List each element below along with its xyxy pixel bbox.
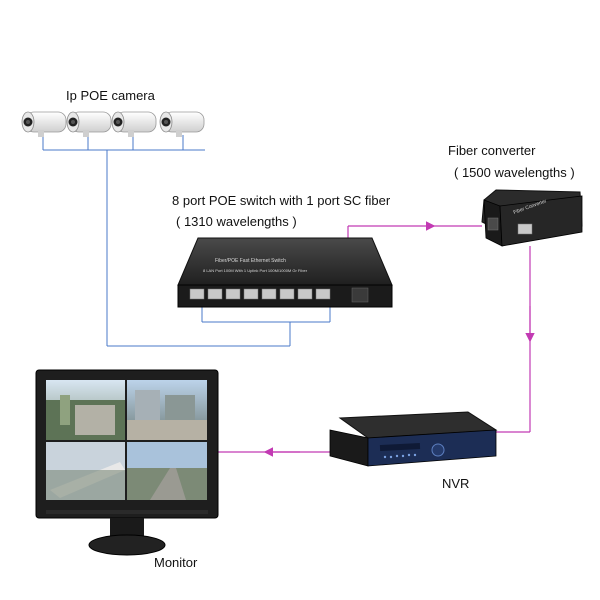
switch-face-subtitle: 8 LAN Port 100M With 1 Uplink Port 100M/… xyxy=(203,268,308,273)
switch-ports xyxy=(189,288,331,300)
fiber-wavelength-label: ( 1500 wavelengths ) xyxy=(454,165,575,180)
switch-wavelength-label: ( 1310 wavelengths ) xyxy=(176,214,297,229)
monitor-device xyxy=(35,369,219,556)
ip-camera-4 xyxy=(159,111,205,137)
switch-sc-fiber-port xyxy=(351,287,369,303)
camera-label: Ip POE camera xyxy=(66,88,155,103)
ip-camera-group xyxy=(21,111,205,137)
ip-camera-1 xyxy=(21,111,67,137)
converter-fiber-port xyxy=(487,217,499,231)
nvr-device xyxy=(329,411,498,467)
ip-camera-2 xyxy=(66,111,112,137)
fiber-converter-label: Fiber converter xyxy=(448,143,536,158)
ip-camera-3 xyxy=(111,111,157,137)
monitor-screen xyxy=(46,380,207,500)
poe-switch: Fiber/POE Fast Ethernet Switch 8 LAN Por… xyxy=(177,237,393,308)
switch-label: 8 port POE switch with 1 port SC fiber xyxy=(172,193,391,208)
switch-face-title: Fiber/POE Fast Ethernet Switch xyxy=(215,258,286,264)
converter-rj45-port xyxy=(517,223,533,235)
fiber-converter: Fiber Converter xyxy=(481,189,583,247)
monitor-label: Monitor xyxy=(154,555,198,570)
nvr-label: NVR xyxy=(442,476,470,491)
